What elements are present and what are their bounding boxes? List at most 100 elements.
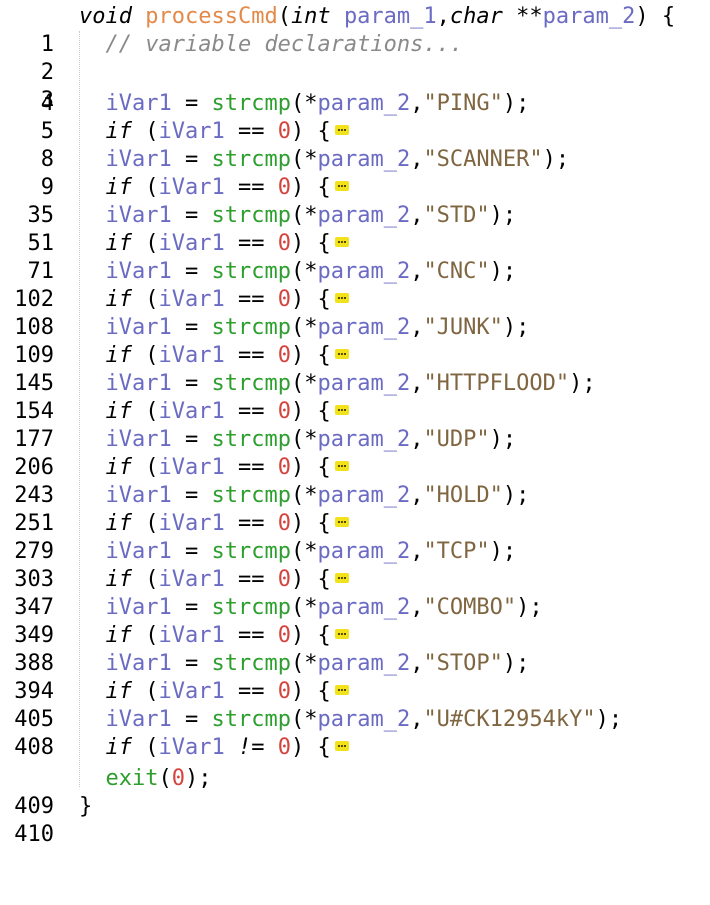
strcmp-call[interactable]: strcmp (211, 259, 291, 284)
param-2[interactable]: param_2 (317, 427, 411, 452)
strcmp-call[interactable]: strcmp (211, 707, 291, 732)
variable-ivar1[interactable]: iVar1 (105, 483, 172, 508)
variable-ivar1[interactable]: iVar1 (105, 539, 172, 564)
variable-ivar1[interactable]: iVar1 (105, 91, 172, 116)
strcmp-call[interactable]: strcmp (211, 595, 291, 620)
ellipsis-fold-icon[interactable] (334, 237, 349, 247)
ellipsis-fold-icon[interactable] (334, 461, 349, 471)
ellipsis-fold-icon[interactable] (334, 629, 349, 639)
variable-ivar1[interactable]: iVar1 (105, 203, 172, 228)
ellipsis-fold-icon[interactable] (334, 125, 349, 135)
code-line-if[interactable]: 394 if (iVar1 == 0) { (0, 678, 710, 706)
param-2[interactable]: param_2 (317, 147, 411, 172)
code-line-strcmp[interactable]: 243 iVar1 = strcmp(*param_2,"HOLD"); (0, 482, 710, 510)
code-line-end[interactable]: 410 } (0, 793, 710, 847)
code-line-strcmp[interactable]: 145 iVar1 = strcmp(*param_2,"HTTPFLOOD")… (0, 370, 710, 398)
if-open: ( (132, 343, 159, 368)
code-line-strcmp[interactable]: 108 iVar1 = strcmp(*param_2,"JUNK"); (0, 314, 710, 342)
code-line-strcmp[interactable]: 177 iVar1 = strcmp(*param_2,"UDP"); (0, 426, 710, 454)
code-line-if[interactable]: 349 if (iVar1 == 0) { (0, 622, 710, 650)
code-line-strcmp[interactable]: 71 iVar1 = strcmp(*param_2,"CNC"); (0, 258, 710, 286)
param-2[interactable]: param_2 (317, 483, 411, 508)
strcmp-call[interactable]: strcmp (211, 539, 291, 564)
variable-ivar1[interactable]: iVar1 (158, 119, 225, 144)
param-2[interactable]: param_2 (317, 595, 411, 620)
variable-ivar1[interactable]: iVar1 (158, 679, 225, 704)
strcmp-call[interactable]: strcmp (211, 203, 291, 228)
ellipsis-fold-icon[interactable] (334, 517, 349, 527)
code-line-strcmp[interactable]: 35 iVar1 = strcmp(*param_2,"STD"); (0, 202, 710, 230)
code-line-blank[interactable]: 3 (0, 59, 710, 113)
code-line-strcmp[interactable]: 388 iVar1 = strcmp(*param_2,"STOP"); (0, 650, 710, 678)
code-line-strcmp[interactable]: 8 iVar1 = strcmp(*param_2,"SCANNER"); (0, 146, 710, 174)
code-line-if[interactable]: 206 if (iVar1 == 0) { (0, 454, 710, 482)
variable-ivar1[interactable]: iVar1 (158, 735, 225, 760)
variable-ivar1[interactable]: iVar1 (105, 651, 172, 676)
code-line-strcmp[interactable]: 4 iVar1 = strcmp(*param_2,"PING"); (0, 90, 710, 118)
code-line-if[interactable]: 9 if (iVar1 == 0) { (0, 174, 710, 202)
param-2[interactable]: param_2 (317, 259, 411, 284)
code-text: iVar1 = strcmp(*param_2,"HOLD"); (79, 482, 530, 510)
code-line-if[interactable]: 303 if (iVar1 == 0) { (0, 566, 710, 594)
strcmp-call[interactable]: strcmp (211, 651, 291, 676)
strcmp-call[interactable]: strcmp (211, 427, 291, 452)
variable-ivar1[interactable]: iVar1 (158, 287, 225, 312)
variable-ivar1[interactable]: iVar1 (158, 231, 225, 256)
if-close: ) { (290, 623, 331, 648)
variable-ivar1[interactable]: iVar1 (105, 707, 172, 732)
strcmp-call[interactable]: strcmp (211, 315, 291, 340)
variable-ivar1[interactable]: iVar1 (105, 259, 172, 284)
variable-ivar1[interactable]: iVar1 (105, 315, 172, 340)
code-line-if[interactable]: 408 if (iVar1 != 0) { (0, 734, 710, 762)
line-number: 347 (14, 595, 54, 620)
variable-ivar1[interactable]: iVar1 (158, 455, 225, 480)
code-line-strcmp[interactable]: 279 iVar1 = strcmp(*param_2,"TCP"); (0, 538, 710, 566)
comparison-operator: == (237, 343, 265, 368)
param-1[interactable]: param_1 (343, 4, 437, 29)
code-line-if[interactable]: 51 if (iVar1 == 0) { (0, 230, 710, 258)
variable-ivar1[interactable]: iVar1 (158, 343, 225, 368)
code-line-if[interactable]: 102 if (iVar1 == 0) { (0, 286, 710, 314)
code-line-comment[interactable]: 2 // variable declarations... (0, 31, 710, 85)
param-2[interactable]: param_2 (317, 315, 411, 340)
param-2[interactable]: param_2 (317, 371, 411, 396)
variable-ivar1[interactable]: iVar1 (158, 623, 225, 648)
code-line-if[interactable]: 5 if (iVar1 == 0) { (0, 118, 710, 146)
ellipsis-fold-icon[interactable] (334, 181, 349, 191)
variable-ivar1[interactable]: iVar1 (105, 371, 172, 396)
line-number: 206 (14, 455, 54, 480)
variable-ivar1[interactable]: iVar1 (105, 595, 172, 620)
ellipsis-fold-icon[interactable] (334, 573, 349, 583)
ellipsis-fold-icon[interactable] (334, 685, 349, 695)
code-line-exit[interactable]: 409 exit(0); (0, 765, 710, 819)
decompiler-code-view[interactable]: 1 void processCmd(int param_1,char **par… (0, 0, 710, 847)
variable-ivar1[interactable]: iVar1 (158, 175, 225, 200)
code-line-strcmp[interactable]: 405 iVar1 = strcmp(*param_2,"U#CK12954kY… (0, 706, 710, 734)
code-line-function-header[interactable]: 1 void processCmd(int param_1,char **par… (0, 3, 710, 57)
ellipsis-fold-icon[interactable] (334, 741, 349, 751)
ellipsis-fold-icon[interactable] (334, 349, 349, 359)
ellipsis-fold-icon[interactable] (334, 405, 349, 415)
strcmp-call[interactable]: strcmp (211, 147, 291, 172)
function-name[interactable]: processCmd (145, 4, 278, 29)
variable-ivar1[interactable]: iVar1 (158, 511, 225, 536)
variable-ivar1[interactable]: iVar1 (158, 567, 225, 592)
variable-ivar1[interactable]: iVar1 (105, 427, 172, 452)
strcmp-call[interactable]: strcmp (211, 371, 291, 396)
param-2[interactable]: param_2 (317, 651, 411, 676)
variable-ivar1[interactable]: iVar1 (158, 399, 225, 424)
param-2[interactable]: param_2 (317, 539, 411, 564)
exit-call[interactable]: exit (105, 766, 159, 791)
code-line-if[interactable]: 109 if (iVar1 == 0) { (0, 342, 710, 370)
param-2[interactable]: param_2 (542, 4, 636, 29)
strcmp-call[interactable]: strcmp (211, 483, 291, 508)
code-line-if[interactable]: 154 if (iVar1 == 0) { (0, 398, 710, 426)
param-2[interactable]: param_2 (317, 707, 411, 732)
strcmp-call[interactable]: strcmp (211, 91, 291, 116)
param-2[interactable]: param_2 (317, 203, 411, 228)
code-line-strcmp[interactable]: 347 iVar1 = strcmp(*param_2,"COMBO"); (0, 594, 710, 622)
param-2[interactable]: param_2 (317, 91, 411, 116)
code-line-if[interactable]: 251 if (iVar1 == 0) { (0, 510, 710, 538)
variable-ivar1[interactable]: iVar1 (105, 147, 172, 172)
ellipsis-fold-icon[interactable] (334, 293, 349, 303)
